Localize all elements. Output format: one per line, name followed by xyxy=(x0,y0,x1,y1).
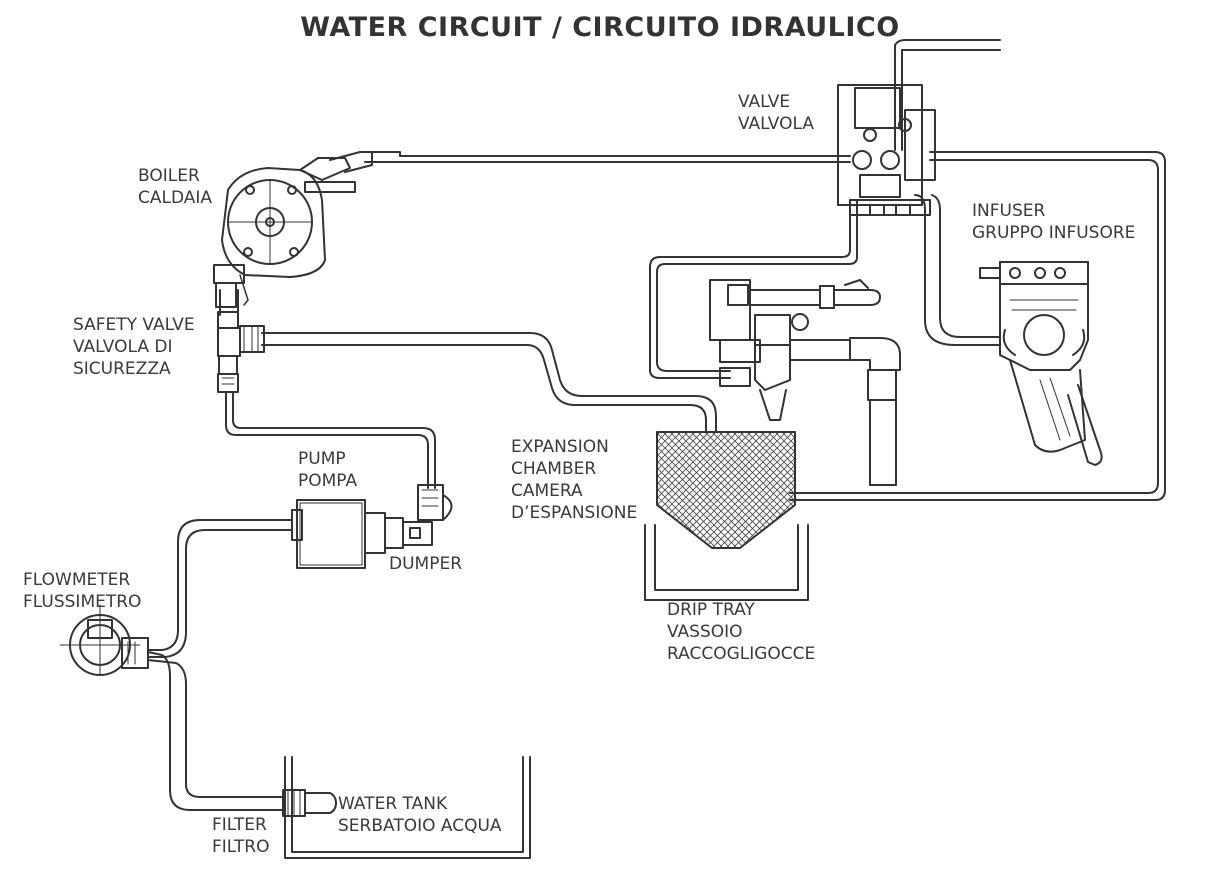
label-safety-valve: SAFETY VALVE VALVOLA DI SICUREZZA xyxy=(73,314,195,380)
pipe-boiler-valve xyxy=(364,151,851,163)
dumper xyxy=(417,484,453,521)
label-flowmeter: FLOWMETER FLUSSIMETRO xyxy=(23,569,141,613)
label-valve-it: VALVOLA xyxy=(738,114,814,134)
infuser xyxy=(979,261,1103,466)
label-infuser: INFUSER GRUPPO INFUSORE xyxy=(972,200,1135,244)
label-expansion-en-2: CHAMBER xyxy=(511,459,597,479)
label-infuser-en: INFUSER xyxy=(972,201,1046,221)
manifold-parts xyxy=(709,279,901,486)
flowmeter xyxy=(59,604,149,676)
expansion-chamber xyxy=(656,431,796,549)
pipe-boiler-tee xyxy=(219,289,239,316)
label-valve: VALVE VALVOLA xyxy=(738,91,814,135)
boiler xyxy=(213,151,373,308)
label-water-tank-it: SERBATOIO ACQUA xyxy=(338,816,502,836)
label-drip-tray-it-2: RACCOGLIGOCCE xyxy=(667,644,816,664)
label-water-tank: WATER TANK SERBATOIO ACQUA xyxy=(338,793,502,837)
label-flowmeter-it: FLUSSIMETRO xyxy=(23,592,142,612)
label-filter-en: FILTER xyxy=(212,815,267,835)
drip-tray xyxy=(644,524,809,601)
label-filter: FILTER FILTRO xyxy=(212,814,270,858)
label-expansion-it-2: D’ESPANSIONE xyxy=(511,503,638,523)
label-pump-it: POMPA xyxy=(298,471,358,491)
pipe-valve-manifold xyxy=(649,199,858,379)
label-pump: PUMP POMPA xyxy=(298,448,357,492)
label-drip-tray: DRIP TRAY VASSOIO RACCOGLIGOCCE xyxy=(667,599,815,665)
label-safety-valve-en: SAFETY VALVE xyxy=(73,315,195,335)
pipes xyxy=(147,151,1166,811)
label-valve-en: VALVE xyxy=(738,92,791,112)
pipe-flowmeter-tank xyxy=(147,651,286,811)
label-drip-tray-en: DRIP TRAY xyxy=(667,600,755,620)
pipe-pump-flowmeter xyxy=(147,519,293,658)
label-filter-it: FILTRO xyxy=(212,837,270,857)
water-tank xyxy=(284,756,531,859)
diagram-title: WATER CIRCUIT / CIRCUITO IDRAULICO xyxy=(300,12,900,43)
safety-valve xyxy=(217,311,265,393)
pipe-valve-infuser xyxy=(914,194,1001,346)
pipe-tee-pump xyxy=(225,391,436,489)
valve xyxy=(837,39,1001,216)
label-infuser-it: GRUPPO INFUSORE xyxy=(972,223,1136,243)
label-dumper: DUMPER xyxy=(389,553,462,575)
label-safety-valve-it-2: SICUREZZA xyxy=(73,359,171,379)
label-boiler: BOILER CALDAIA xyxy=(138,165,212,209)
label-pump-en: PUMP xyxy=(298,449,346,469)
label-water-tank-en: WATER TANK xyxy=(338,794,448,814)
filter xyxy=(282,789,337,817)
pump xyxy=(291,499,433,569)
label-safety-valve-it-1: VALVOLA DI xyxy=(73,337,173,357)
label-expansion-chamber: EXPANSION CHAMBER CAMERA D’ESPANSIONE xyxy=(511,436,637,524)
pipe-valve-right-loop xyxy=(789,151,1166,501)
label-expansion-it-1: CAMERA xyxy=(511,481,583,501)
label-boiler-en: BOILER xyxy=(138,166,200,186)
label-flowmeter-en: FLOWMETER xyxy=(23,570,131,590)
label-expansion-en-1: EXPANSION xyxy=(511,437,609,457)
label-dumper-en: DUMPER xyxy=(389,554,463,574)
pipe-safety-expansion xyxy=(261,332,717,433)
label-drip-tray-it-1: VASSOIO xyxy=(667,622,743,642)
label-boiler-it: CALDAIA xyxy=(138,188,213,208)
